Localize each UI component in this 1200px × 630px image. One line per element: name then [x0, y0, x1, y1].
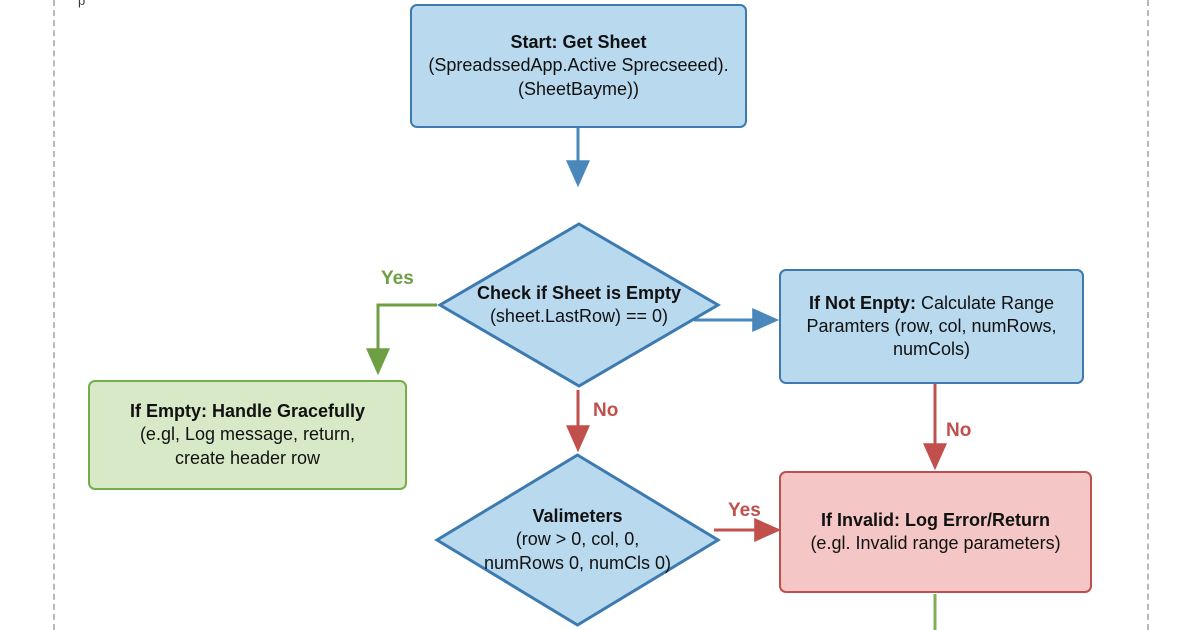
validate-diamond-shape: [434, 453, 721, 627]
node-validate-parameters[interactable]: Valimeters (row > 0, col, 0, numRows 0, …: [434, 452, 721, 628]
check-diamond-shape: [437, 222, 721, 388]
node-if-empty-handle[interactable]: If Empty: Handle Gracefully (e.gl, Log m…: [88, 380, 407, 490]
node-if-not-empty-calc-range[interactable]: If Not Enpty: Calculate Range Paramters …: [779, 269, 1084, 384]
node-start-title: Start: Get Sheet: [510, 32, 647, 53]
edge-label-no-right: No: [946, 420, 972, 441]
node-if-not-empty-line-1: Paramters (row, col, numRows,: [806, 315, 1057, 336]
left-frame-guide: [53, 0, 55, 630]
edge-label-no-down: No: [593, 400, 619, 421]
node-validate-line-2: numRows 0, numCls 0): [483, 552, 672, 573]
top-title-fragment: p: [78, 0, 86, 8]
node-check-title: Check if Sheet is Empty: [476, 282, 682, 303]
node-if-invalid-line-1: (e.gl. Invalid range parameters): [810, 533, 1061, 553]
right-frame-guide: [1147, 0, 1149, 630]
edge-label-yes-right: Yes: [728, 500, 761, 521]
node-validate-line-1: (row > 0, col, 0,: [515, 529, 640, 550]
node-if-empty-line-1: (e.gl, Log message, return,: [139, 424, 356, 445]
node-start-line-2: (SheetBayme)): [517, 78, 640, 99]
node-if-not-empty-line-2: numCols): [892, 339, 970, 360]
edge-check-yes-to-if-empty: [366, 303, 437, 376]
edge-label-yes-left: Yes: [381, 268, 414, 289]
node-start-line-1: (SpreadssedApp.Active Sprecseeed).: [428, 55, 729, 76]
node-if-not-empty-title: If Not Enpty:: [808, 292, 916, 313]
node-validate-title: Valimeters: [532, 506, 623, 527]
node-start-get-sheet[interactable]: Start: Get Sheet (SpreadssedApp.Active S…: [410, 4, 747, 128]
node-check-sheet-empty[interactable]: Check if Sheet is Empty (sheet.LastRow) …: [437, 221, 721, 389]
node-check-line-1: (sheet.LastRow) == 0): [489, 306, 669, 326]
node-if-empty-title: If Empty: Handle Gracefully: [129, 401, 366, 422]
node-if-not-empty-title-tail: Calculate Range: [915, 292, 1055, 313]
node-if-empty-line-2: create header row: [174, 447, 321, 468]
node-if-invalid-log-error[interactable]: If Invalid: Log Error/Return (e.gl. Inva…: [779, 471, 1092, 593]
node-if-invalid-title: If Invalid: Log Error/Return: [820, 509, 1050, 530]
